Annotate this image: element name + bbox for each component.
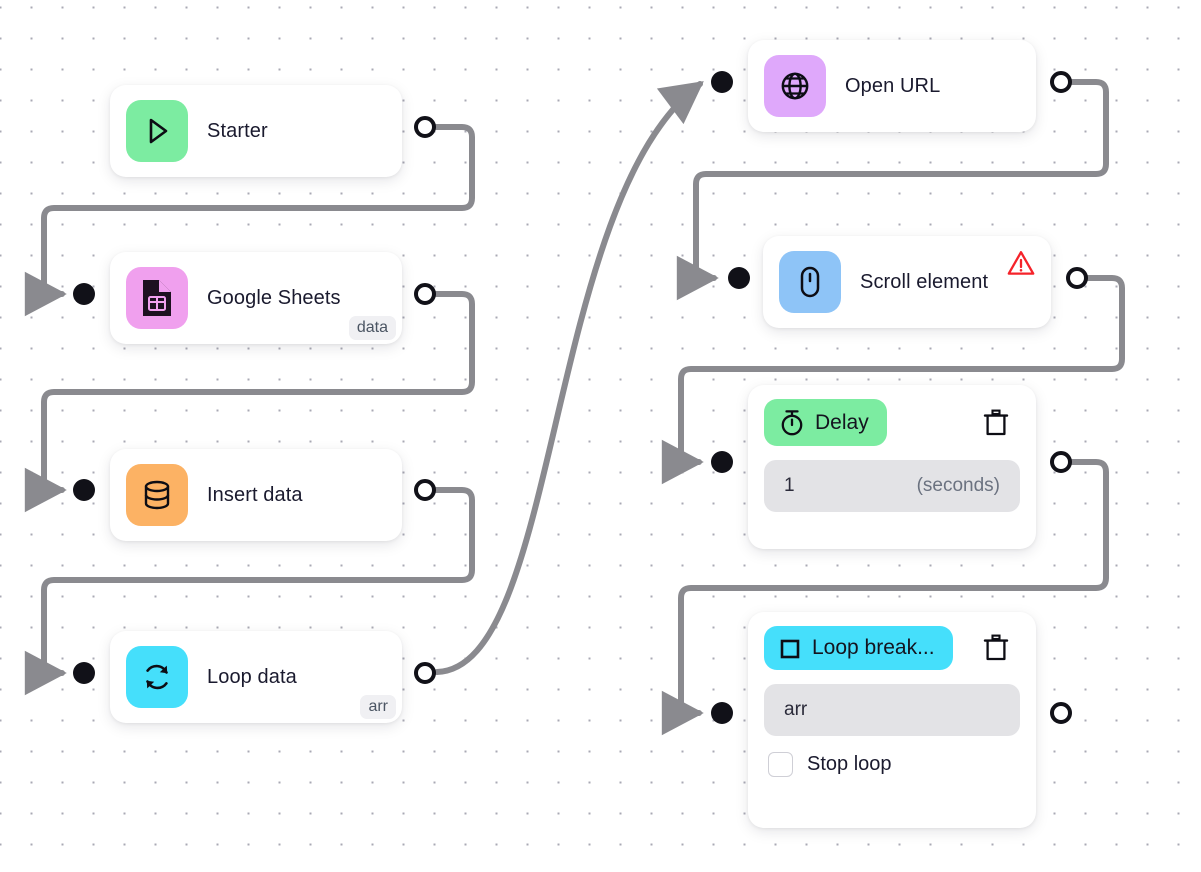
- output-port-insert-data[interactable]: [414, 479, 436, 501]
- google-sheets-icon: [126, 267, 188, 329]
- loop-breakpoint-variable-value: arr: [784, 699, 808, 720]
- edge-loop-data-to-open-url: [434, 81, 704, 675]
- loop-breakpoint-header: Loop break...: [764, 626, 1020, 670]
- delay-seconds-unit: (seconds): [916, 475, 1000, 496]
- loop-breakpoint-type-pill[interactable]: Loop break...: [764, 626, 953, 670]
- input-port-insert-data[interactable]: [73, 479, 95, 501]
- play-icon: [126, 100, 188, 162]
- node-title: Scroll element: [860, 270, 989, 293]
- warning-icon[interactable]: [1007, 250, 1035, 276]
- delay-header: Delay: [764, 399, 1020, 446]
- stop-loop-row[interactable]: Stop loop: [764, 752, 1020, 777]
- node-title: Google Sheets: [207, 286, 341, 309]
- delay-type-pill[interactable]: Delay: [764, 399, 887, 446]
- output-port-open-url[interactable]: [1050, 71, 1072, 93]
- stop-loop-label: Stop loop: [807, 753, 892, 775]
- globe-icon: [764, 55, 826, 117]
- output-port-loop-data[interactable]: [414, 662, 436, 684]
- node-google-sheets[interactable]: Google Sheets data: [110, 252, 402, 344]
- square-outline-icon: [779, 637, 802, 660]
- output-badge: arr: [360, 694, 396, 719]
- trash-icon[interactable]: [980, 632, 1012, 664]
- input-port-open-url[interactable]: [711, 71, 733, 93]
- loop-refresh-icon: [126, 646, 188, 708]
- node-title: Loop data: [207, 665, 297, 688]
- delay-label: Delay: [815, 410, 869, 434]
- output-port-starter[interactable]: [414, 116, 436, 138]
- delay-seconds-input[interactable]: 1 (seconds): [764, 460, 1020, 512]
- node-open-url[interactable]: Open URL: [748, 40, 1036, 132]
- input-port-loop-breakpoint[interactable]: [711, 702, 733, 724]
- output-port-delay[interactable]: [1050, 451, 1072, 473]
- trash-icon[interactable]: [980, 407, 1012, 439]
- output-port-google-sheets[interactable]: [414, 283, 436, 305]
- stop-loop-checkbox[interactable]: [768, 752, 793, 777]
- input-port-loop-data[interactable]: [73, 662, 95, 684]
- input-port-delay[interactable]: [711, 451, 733, 473]
- delay-seconds-value: 1: [784, 475, 795, 496]
- output-badge: data: [348, 315, 396, 340]
- loop-breakpoint-label: Loop break...: [812, 636, 935, 659]
- node-insert-data[interactable]: Insert data: [110, 449, 402, 541]
- mouse-icon: [779, 251, 841, 313]
- node-loop-breakpoint[interactable]: Loop break... arr Stop loop: [748, 612, 1036, 828]
- loop-breakpoint-variable-input[interactable]: arr: [764, 684, 1020, 736]
- output-port-loop-breakpoint[interactable]: [1050, 702, 1072, 724]
- input-port-scroll-element[interactable]: [728, 267, 750, 289]
- database-icon: [126, 464, 188, 526]
- input-port-google-sheets[interactable]: [73, 283, 95, 305]
- node-starter[interactable]: Starter: [110, 85, 402, 177]
- node-delay[interactable]: Delay 1 (seconds): [748, 385, 1036, 549]
- output-port-scroll-element[interactable]: [1066, 267, 1088, 289]
- node-scroll-element[interactable]: Scroll element: [763, 236, 1051, 328]
- node-title: Starter: [207, 119, 268, 142]
- node-loop-data[interactable]: Loop data arr: [110, 631, 402, 723]
- node-title: Insert data: [207, 483, 303, 506]
- node-title: Open URL: [845, 74, 941, 97]
- stopwatch-icon: [779, 409, 805, 436]
